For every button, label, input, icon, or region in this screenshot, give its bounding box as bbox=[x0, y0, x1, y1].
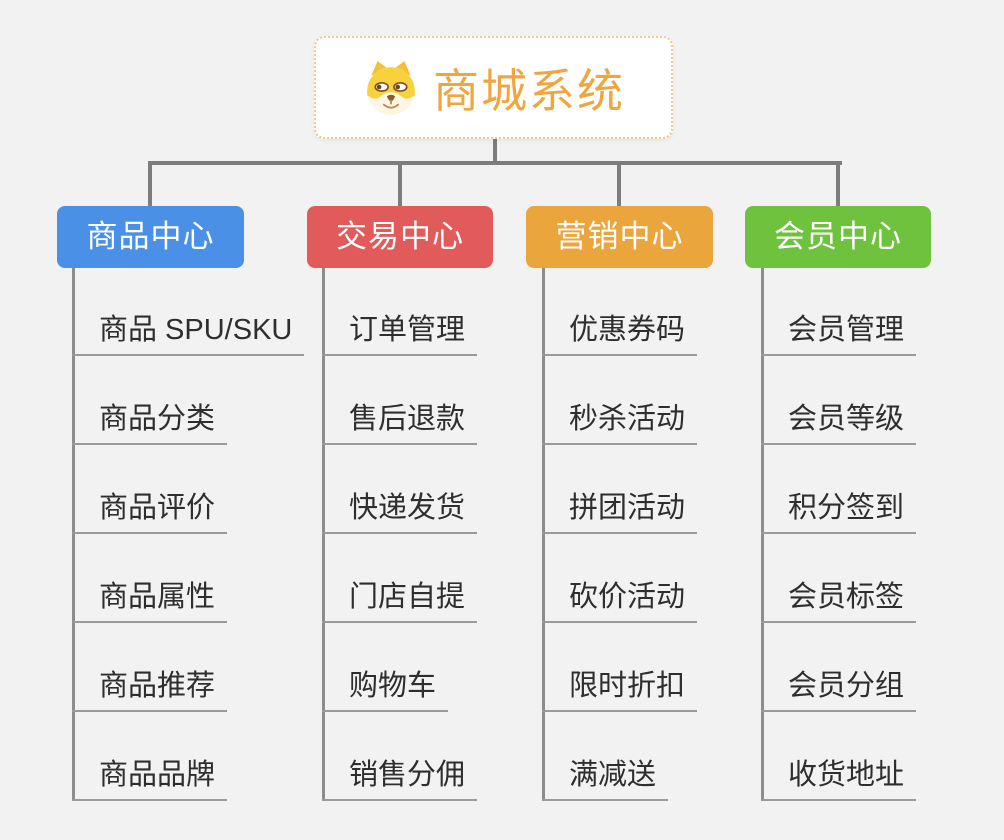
connector-drop-trade bbox=[398, 161, 402, 207]
leaf-node[interactable]: 购物车 bbox=[322, 667, 449, 712]
branch-node-trade-center[interactable]: 交易中心 bbox=[307, 206, 493, 268]
connector-drop-marketing bbox=[617, 161, 621, 207]
leaf-node[interactable]: 秒杀活动 bbox=[542, 400, 698, 445]
dog-icon bbox=[362, 59, 420, 117]
trunk-member-center bbox=[761, 268, 764, 801]
leaf-node[interactable]: 商品属性 bbox=[72, 578, 228, 623]
leaf-node[interactable]: 销售分佣 bbox=[322, 756, 478, 801]
connector-horizontal bbox=[148, 161, 842, 165]
leaf-node[interactable]: 商品品牌 bbox=[72, 756, 228, 801]
branch-node-marketing-center[interactable]: 营销中心 bbox=[526, 206, 713, 268]
root-node[interactable]: 商城系统 bbox=[314, 36, 673, 139]
leaf-node[interactable]: 商品分类 bbox=[72, 400, 228, 445]
connector-drop-product bbox=[148, 161, 152, 207]
leaf-node[interactable]: 会员分组 bbox=[761, 667, 917, 712]
leaf-node[interactable]: 会员标签 bbox=[761, 578, 917, 623]
branch-node-member-center[interactable]: 会员中心 bbox=[745, 206, 931, 268]
leaf-node[interactable]: 砍价活动 bbox=[542, 578, 698, 623]
trunk-product-center bbox=[72, 268, 75, 801]
leaf-node[interactable]: 限时折扣 bbox=[542, 667, 698, 712]
leaf-node[interactable]: 积分签到 bbox=[761, 489, 917, 534]
leaf-node[interactable]: 拼团活动 bbox=[542, 489, 698, 534]
root-title: 商城系统 bbox=[433, 64, 625, 117]
leaf-node[interactable]: 满减送 bbox=[542, 756, 669, 801]
connector-root-stub bbox=[493, 139, 497, 165]
leaf-node[interactable]: 商品推荐 bbox=[72, 667, 228, 712]
leaf-node[interactable]: 优惠券码 bbox=[542, 311, 698, 356]
branch-node-product-center[interactable]: 商品中心 bbox=[57, 206, 244, 268]
trunk-trade-center bbox=[322, 268, 325, 801]
leaf-node[interactable]: 快递发货 bbox=[322, 489, 478, 534]
leaf-node[interactable]: 订单管理 bbox=[322, 311, 478, 356]
leaf-node[interactable]: 门店自提 bbox=[322, 578, 478, 623]
leaf-node[interactable]: 商品评价 bbox=[72, 489, 228, 534]
trunk-marketing-center bbox=[542, 268, 545, 801]
leaf-node[interactable]: 售后退款 bbox=[322, 400, 478, 445]
leaf-node[interactable]: 会员管理 bbox=[761, 311, 917, 356]
leaf-node[interactable]: 会员等级 bbox=[761, 400, 917, 445]
leaf-node[interactable]: 收货地址 bbox=[761, 756, 917, 801]
leaf-node[interactable]: 商品 SPU/SKU bbox=[72, 311, 305, 356]
connector-drop-member bbox=[836, 161, 840, 207]
